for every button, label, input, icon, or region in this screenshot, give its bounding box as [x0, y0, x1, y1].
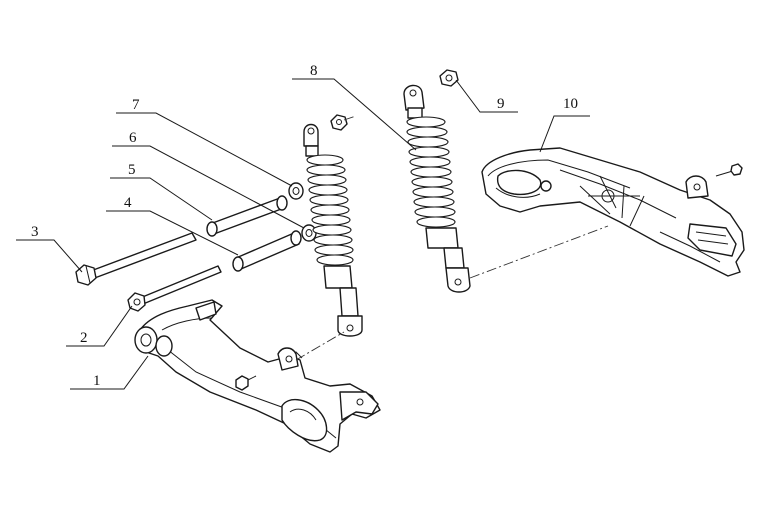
long-bolt: [75, 232, 197, 286]
small-nut-left: [330, 114, 348, 131]
callout-10: 10: [539, 96, 590, 153]
callout-number-4: 4: [124, 195, 132, 211]
callout-9: 9: [455, 79, 518, 113]
callout-number-7: 7: [132, 97, 140, 113]
callout-7: 7: [116, 97, 293, 187]
callout-4: 4: [106, 195, 239, 256]
callout-8: 8: [292, 63, 417, 151]
callout-number-2: 2: [80, 330, 88, 346]
callout-1: 1: [70, 355, 149, 390]
callout-3: 3: [16, 224, 83, 273]
callout-number-6: 6: [129, 130, 137, 146]
callout-number-10: 10: [563, 96, 578, 112]
spring-coils-right: [406, 116, 456, 228]
callout-5: 5: [110, 162, 213, 221]
callout-number-5: 5: [128, 162, 136, 178]
rear-bracket: [481, 147, 745, 277]
shock-absorber-right: [403, 84, 471, 293]
shock-absorber-left: [303, 123, 363, 337]
washer-7: [288, 182, 304, 200]
washer-6: [301, 224, 317, 242]
sleeve-long: [232, 230, 302, 272]
callout-number-9: 9: [497, 96, 505, 112]
callout-number-1: 1: [93, 373, 101, 389]
callout-number-8: 8: [310, 63, 318, 79]
alignment-lines: [295, 115, 609, 361]
callout-number-3: 3: [31, 224, 39, 240]
cap-nut: [439, 69, 459, 87]
spring-coils-left: [306, 154, 354, 266]
swing-arm: [134, 299, 381, 453]
callout-2: 2: [66, 305, 133, 347]
spacer-tube: [206, 195, 288, 237]
callout-6: 6: [112, 130, 305, 229]
